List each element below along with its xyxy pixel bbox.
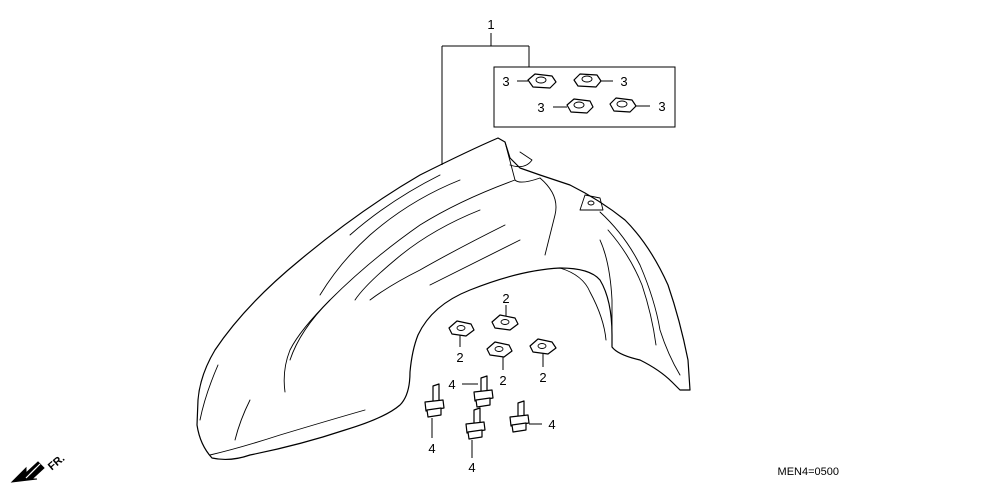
callout-3-top-left: 3	[502, 74, 509, 89]
callout-1: 1	[487, 17, 494, 32]
callout-2-b: 2	[456, 350, 463, 365]
callout-2-c: 2	[499, 373, 506, 388]
collar-b	[448, 320, 475, 347]
callout-3-bottom-right: 3	[658, 99, 665, 114]
bolt-b	[424, 383, 445, 438]
callout-4-b: 4	[428, 441, 435, 456]
callout-3-bottom-left: 3	[537, 100, 544, 115]
bolt-d	[509, 400, 542, 433]
front-direction-label: FR.	[46, 452, 67, 473]
callout-4-a: 4	[448, 377, 455, 392]
washer-group-box	[493, 66, 676, 128]
drawing-code: MEN4=0500	[778, 466, 839, 478]
washer-bottom-right	[609, 97, 650, 113]
bolt-a	[462, 375, 494, 408]
collar-c	[486, 341, 513, 370]
collar-d	[529, 338, 557, 367]
callout-1-leader	[441, 33, 530, 165]
bolt-c	[465, 407, 486, 458]
collar-a	[491, 305, 519, 331]
callout-3-top-right: 3	[620, 74, 627, 89]
washer-top-right	[573, 73, 613, 88]
washer-bottom-left	[553, 98, 594, 114]
callout-2-d: 2	[539, 370, 546, 385]
callout-4-c: 4	[468, 460, 475, 475]
washer-top-left	[517, 73, 557, 89]
callout-2-a: 2	[502, 291, 509, 306]
callout-4-d: 4	[548, 417, 555, 432]
front-fender	[196, 137, 691, 461]
front-direction-arrow-icon	[10, 461, 45, 483]
